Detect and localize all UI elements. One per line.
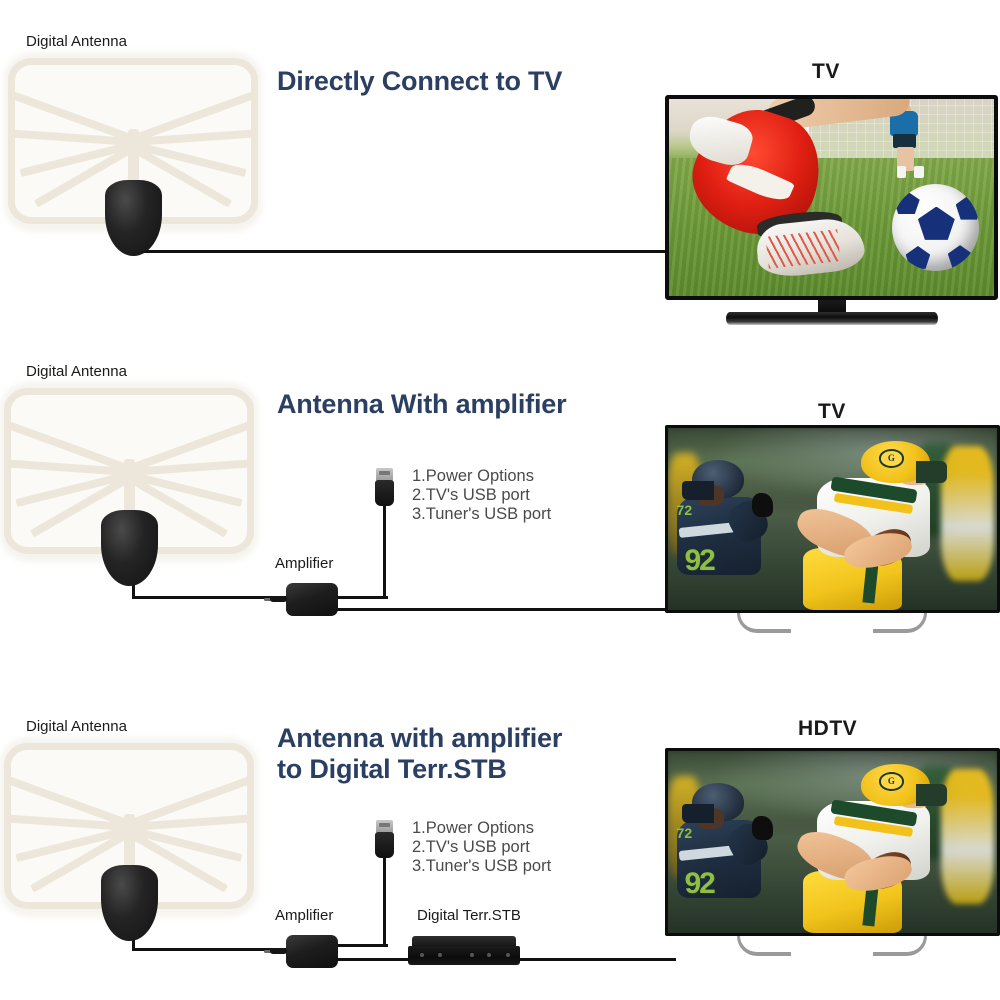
ball-pentagon [955,195,980,220]
antenna-cable-horizontal [132,250,672,253]
stb-to-tv-cable [518,958,676,961]
defender-glove [751,815,774,840]
quarterback-player [792,762,964,933]
amplifier-label: Amplifier [275,907,334,924]
digital-terrestrial-stb-device [408,936,520,966]
amplifier-usb-branch-cable [336,944,388,947]
tv-label: TV [812,60,840,83]
usb-plug-body [375,832,394,858]
defender-jersey-number: 92 [684,866,715,900]
antenna-stem [124,813,135,878]
antenna-label: Digital Antenna [26,718,127,735]
tv-screen: 72 92 [668,751,997,933]
amplifier-device [264,583,338,616]
stb-indicator-led [438,953,442,957]
tv-bezel: 72 92 [665,748,1000,936]
defender-player: 72 92 [675,780,774,929]
digital-antenna-graphic [0,737,258,941]
antenna-connector-pod [101,510,158,586]
goalkeeper-sock [896,165,907,178]
defender-shoulder-number: 72 [676,501,693,518]
antenna-connector-pod [101,865,158,941]
tv-bezel [665,95,998,300]
antenna-connector-pod [105,180,162,256]
stb-indicator-led [487,953,491,957]
goalkeeper-shorts [893,134,916,149]
stb-indicator-led [420,953,424,957]
antenna-stem [128,128,139,193]
tv-screen: 72 92 [668,428,997,610]
stb-indicator-led [506,953,510,957]
soccer-broadcast-image [669,99,994,296]
amplifier-device [264,935,338,968]
usb-connector [375,820,394,866]
defender-facemask [682,480,715,501]
diagram-row-with-stb: Digital Antenna Antenna with amplifier t… [0,695,1000,1000]
tv-device-football: 72 92 [665,425,1000,650]
quarterback-facemask [916,461,947,484]
antenna-label: Digital Antenna [26,363,127,380]
ball-pentagon [947,245,973,268]
usb-metal-tip [376,820,393,833]
ball-pentagon [917,206,955,240]
antenna-to-amplifier-cable [132,948,287,951]
tv-device-soccer [665,95,998,345]
antenna-label: Digital Antenna [26,33,127,50]
quarterback-facemask [916,784,947,807]
amplifier-label: Amplifier [275,555,334,572]
ball-pentagon [905,246,931,269]
amplifier-to-stb-cable [336,958,410,961]
tv-label: TV [818,400,846,423]
tv-bezel: 72 92 [665,425,1000,613]
diagram-row-direct-connect: Digital Antenna Directly Connect to TV T… [0,0,1000,345]
tv-label: HDTV [798,717,858,740]
digital-antenna-graphic [4,52,262,256]
section-title: Directly Connect to TV [277,66,563,96]
packers-logo-icon [878,772,905,791]
stb-front-panel [408,946,520,965]
antenna-stem [124,458,135,523]
background-player-blur [941,769,994,904]
usb-power-options-list: 1.Power Options 2.TV's USB port 3.Tuner'… [412,467,552,524]
stb-label: Digital Terr.STB [417,907,521,924]
usb-plug-body [375,480,394,506]
amplifier-usb-branch-cable [336,596,388,599]
quarterback-player [792,439,964,610]
tv-screen [669,99,994,296]
defender-glove [751,492,774,517]
football-broadcast-image: 72 92 [668,428,997,610]
background-player-blur [941,446,994,581]
packers-logo-icon [878,449,905,468]
goalkeeper-sock [914,165,925,178]
soccer-ball [891,183,980,272]
usb-cable [383,855,386,945]
hdtv-device-football: 72 92 [665,748,1000,973]
tv-stand-base [725,312,938,325]
antenna-to-amplifier-cable [132,596,287,599]
antenna-body [8,58,258,224]
tv-stand-neck [817,300,846,314]
section-title: Antenna with amplifier to Digital Terr.S… [277,723,563,785]
tv-stand-leg-left [737,936,791,956]
defender-shoulder-number: 72 [676,824,693,841]
tv-stand-leg-left [737,613,791,633]
stb-top-panel [412,936,516,947]
defender-jersey-number: 92 [684,543,715,577]
ball-pentagon [893,190,920,215]
football-broadcast-image: 72 92 [668,751,997,933]
usb-metal-tip [376,468,393,481]
stb-indicator-led [470,953,474,957]
usb-power-options-list: 1.Power Options 2.TV's USB port 3.Tuner'… [412,819,552,876]
digital-antenna-graphic [0,382,258,586]
diagram-row-with-amplifier: Digital Antenna Antenna With amplifier 1 [0,345,1000,695]
amplifier-to-tv-cable [336,608,676,611]
defender-facemask [682,803,715,824]
section-title: Antenna With amplifier [277,389,567,419]
defender-player: 72 92 [675,457,774,606]
goalkeeper-legs [896,147,915,171]
usb-connector [375,468,394,514]
tv-stand-leg-right [873,936,927,956]
tv-stand-leg-right [873,613,927,633]
usb-cable [383,503,386,596]
